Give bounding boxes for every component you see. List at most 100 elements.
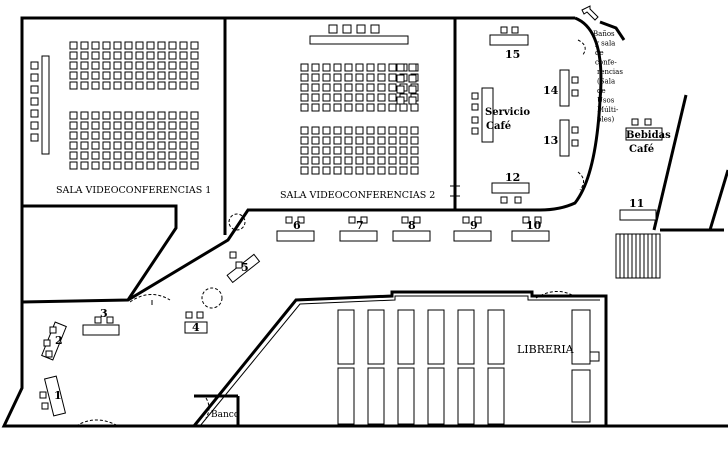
seat [124, 51, 133, 60]
seat [124, 111, 133, 120]
stand-13: 13 [543, 119, 579, 157]
seat [124, 121, 133, 130]
seat [399, 126, 408, 135]
seat [91, 51, 100, 60]
seat [344, 63, 353, 72]
seat [344, 166, 353, 175]
shelf [487, 309, 505, 365]
seat [157, 41, 166, 50]
seat [157, 71, 166, 80]
seat [322, 156, 331, 165]
seat [30, 121, 39, 130]
seat [135, 51, 144, 60]
seat [388, 166, 397, 175]
shelf [367, 309, 385, 365]
seat [300, 146, 309, 155]
seat [396, 85, 405, 94]
seat [366, 126, 375, 135]
stand-9: 9 [453, 216, 492, 242]
seat [377, 166, 386, 175]
seat [168, 161, 177, 170]
seat [80, 61, 89, 70]
banos-label-line: de [597, 87, 606, 95]
seat [399, 103, 408, 112]
seat [366, 103, 375, 112]
seat [179, 41, 188, 50]
seat [146, 151, 155, 160]
seat [69, 121, 78, 130]
seat [190, 121, 199, 130]
seat [311, 126, 320, 135]
seat [80, 41, 89, 50]
seat [370, 24, 380, 34]
seat [146, 51, 155, 60]
seat [168, 81, 177, 90]
shelf [487, 367, 505, 425]
seat [410, 136, 419, 145]
door-arcs [75, 39, 586, 427]
seat [300, 103, 309, 112]
seat [410, 103, 419, 112]
seat [146, 121, 155, 130]
seat [322, 73, 331, 82]
sala2-stage [309, 35, 409, 45]
seat [157, 81, 166, 90]
seat [179, 51, 188, 60]
seat [311, 146, 320, 155]
seat [388, 156, 397, 165]
seat [377, 146, 386, 155]
seat [300, 136, 309, 145]
sala2-label: SALA VIDEOCONFERENCIAS 2 [280, 190, 435, 201]
seat [102, 151, 111, 160]
servicio-label-1: Servicio [485, 107, 530, 118]
seat [388, 103, 397, 112]
seat [311, 156, 320, 165]
sala2-seats [300, 24, 419, 175]
outer-walls [1, 16, 728, 428]
seat [410, 166, 419, 175]
seat [113, 51, 122, 60]
seat [102, 51, 111, 60]
seat [69, 71, 78, 80]
banos-label-line: ples) [597, 116, 614, 124]
stand-4: 4 [184, 311, 208, 334]
seat [80, 141, 89, 150]
seat [300, 93, 309, 102]
seat [157, 141, 166, 150]
library-walls [192, 290, 608, 427]
seat [80, 81, 89, 90]
seat [80, 51, 89, 60]
seat [157, 151, 166, 160]
stand-15: 15 [489, 26, 529, 61]
seat [355, 136, 364, 145]
seat [124, 71, 133, 80]
seat [190, 41, 199, 50]
seat [377, 126, 386, 135]
bebidas-counter [625, 127, 663, 141]
seat [113, 121, 122, 130]
seat [396, 63, 405, 72]
seat [322, 146, 331, 155]
seat [355, 166, 364, 175]
seat [80, 71, 89, 80]
seat [30, 73, 39, 82]
seat [344, 156, 353, 165]
seat [146, 131, 155, 140]
seat [190, 71, 199, 80]
seat [135, 81, 144, 90]
seat [344, 93, 353, 102]
banos-label-line: de [595, 49, 604, 57]
stand-7: 7 [339, 216, 378, 242]
seat [69, 51, 78, 60]
seat [388, 126, 397, 135]
seat [388, 73, 397, 82]
svg-text:10: 10 [526, 219, 542, 232]
svg-text:8: 8 [408, 219, 416, 232]
seat [80, 111, 89, 120]
seat [91, 81, 100, 90]
seat [113, 71, 122, 80]
seat [124, 141, 133, 150]
seat [146, 111, 155, 120]
seat [168, 41, 177, 50]
sala1-seats [30, 41, 199, 170]
